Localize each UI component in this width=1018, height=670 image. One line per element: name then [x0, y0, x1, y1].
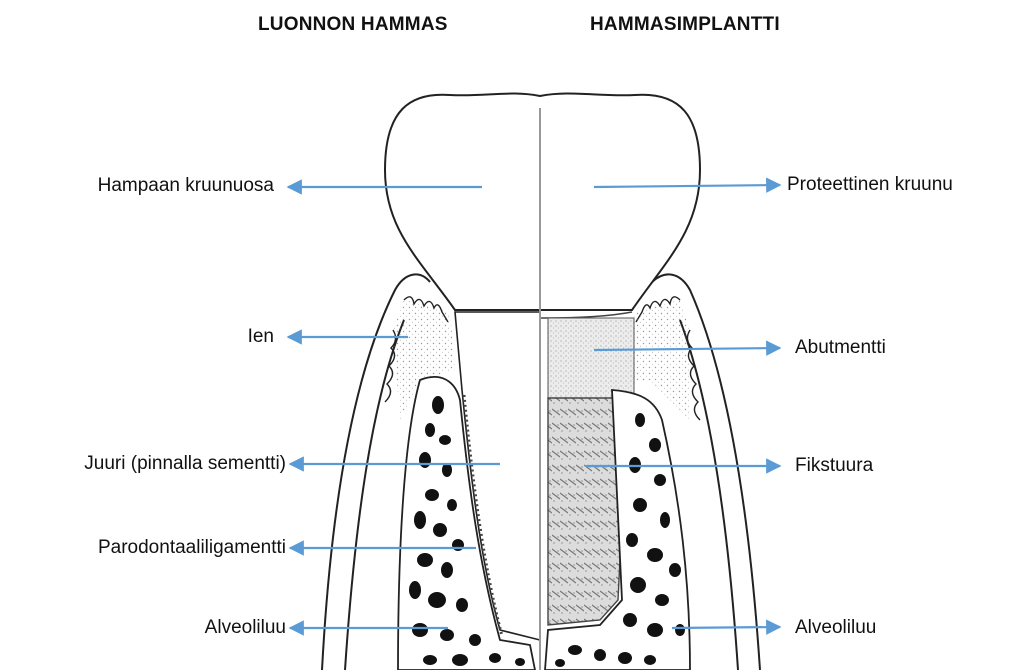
heading-natural-tooth: LUONNON HAMMAS	[258, 14, 448, 36]
label-root: Juuri (pinnalla sementti)	[84, 453, 286, 475]
label-alveolar-bone-left: Alveoliluu	[205, 617, 286, 639]
label-alveolar-bone-right: Alveoliluu	[795, 617, 876, 639]
label-periodontal-ligament: Parodontaaliligamentti	[98, 537, 286, 559]
label-abutment: Abutmentti	[795, 337, 886, 359]
label-crown-natural: Hampaan kruunuosa	[98, 175, 274, 197]
heading-implant: HAMMASIMPLANTTI	[590, 14, 780, 36]
abutment-shape	[548, 318, 634, 398]
label-fixture: Fikstuura	[795, 455, 873, 477]
arrow-right-bone	[672, 627, 780, 628]
label-prosthetic-crown: Proteettinen kruunu	[787, 174, 953, 196]
label-gum: Ien	[248, 326, 274, 348]
crown-shape	[385, 94, 700, 310]
